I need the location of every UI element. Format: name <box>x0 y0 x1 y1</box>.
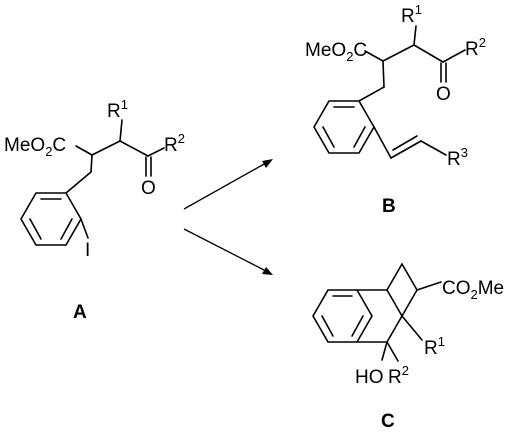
compound-b-r1-label: R1 <box>401 2 422 27</box>
compound-c-hydroxyl-label: HO <box>355 367 384 388</box>
compound-c-ester-label: CO2Me <box>442 278 504 302</box>
compound-c-id: C <box>381 411 395 432</box>
compound-b-structure <box>313 25 466 159</box>
compound-a-oxygen-label: O <box>141 178 156 199</box>
arrow-to-b <box>183 159 273 210</box>
compound-c-r1-label: R1 <box>424 334 445 359</box>
compound-b-ester-label: MeO2C <box>305 40 367 64</box>
arrow-to-c <box>183 228 273 275</box>
compound-b-id: B <box>382 196 396 217</box>
compound-b-r3-label: R3 <box>447 145 468 170</box>
compound-c-structure <box>312 263 442 362</box>
compound-a-structure <box>20 119 165 246</box>
compound-c-labels: CO2Me R1 HO R2 C <box>355 278 504 432</box>
compound-b-labels: MeO2C R1 R2 O R3 B <box>305 2 486 217</box>
compound-a-r1-label: R1 <box>107 97 128 122</box>
compound-a-ester-label: MeO2C <box>4 135 66 159</box>
compound-b-r2-label: R2 <box>465 35 486 60</box>
compound-a-id: A <box>73 302 87 323</box>
compound-a-iodine-label: I <box>85 240 90 261</box>
compound-a-labels: MeO2C R1 R2 O I A <box>4 97 185 323</box>
compound-b-oxygen-label: O <box>436 84 451 105</box>
compound-a-r2-label: R2 <box>164 131 185 156</box>
compound-c-r2-label: R2 <box>388 363 409 388</box>
